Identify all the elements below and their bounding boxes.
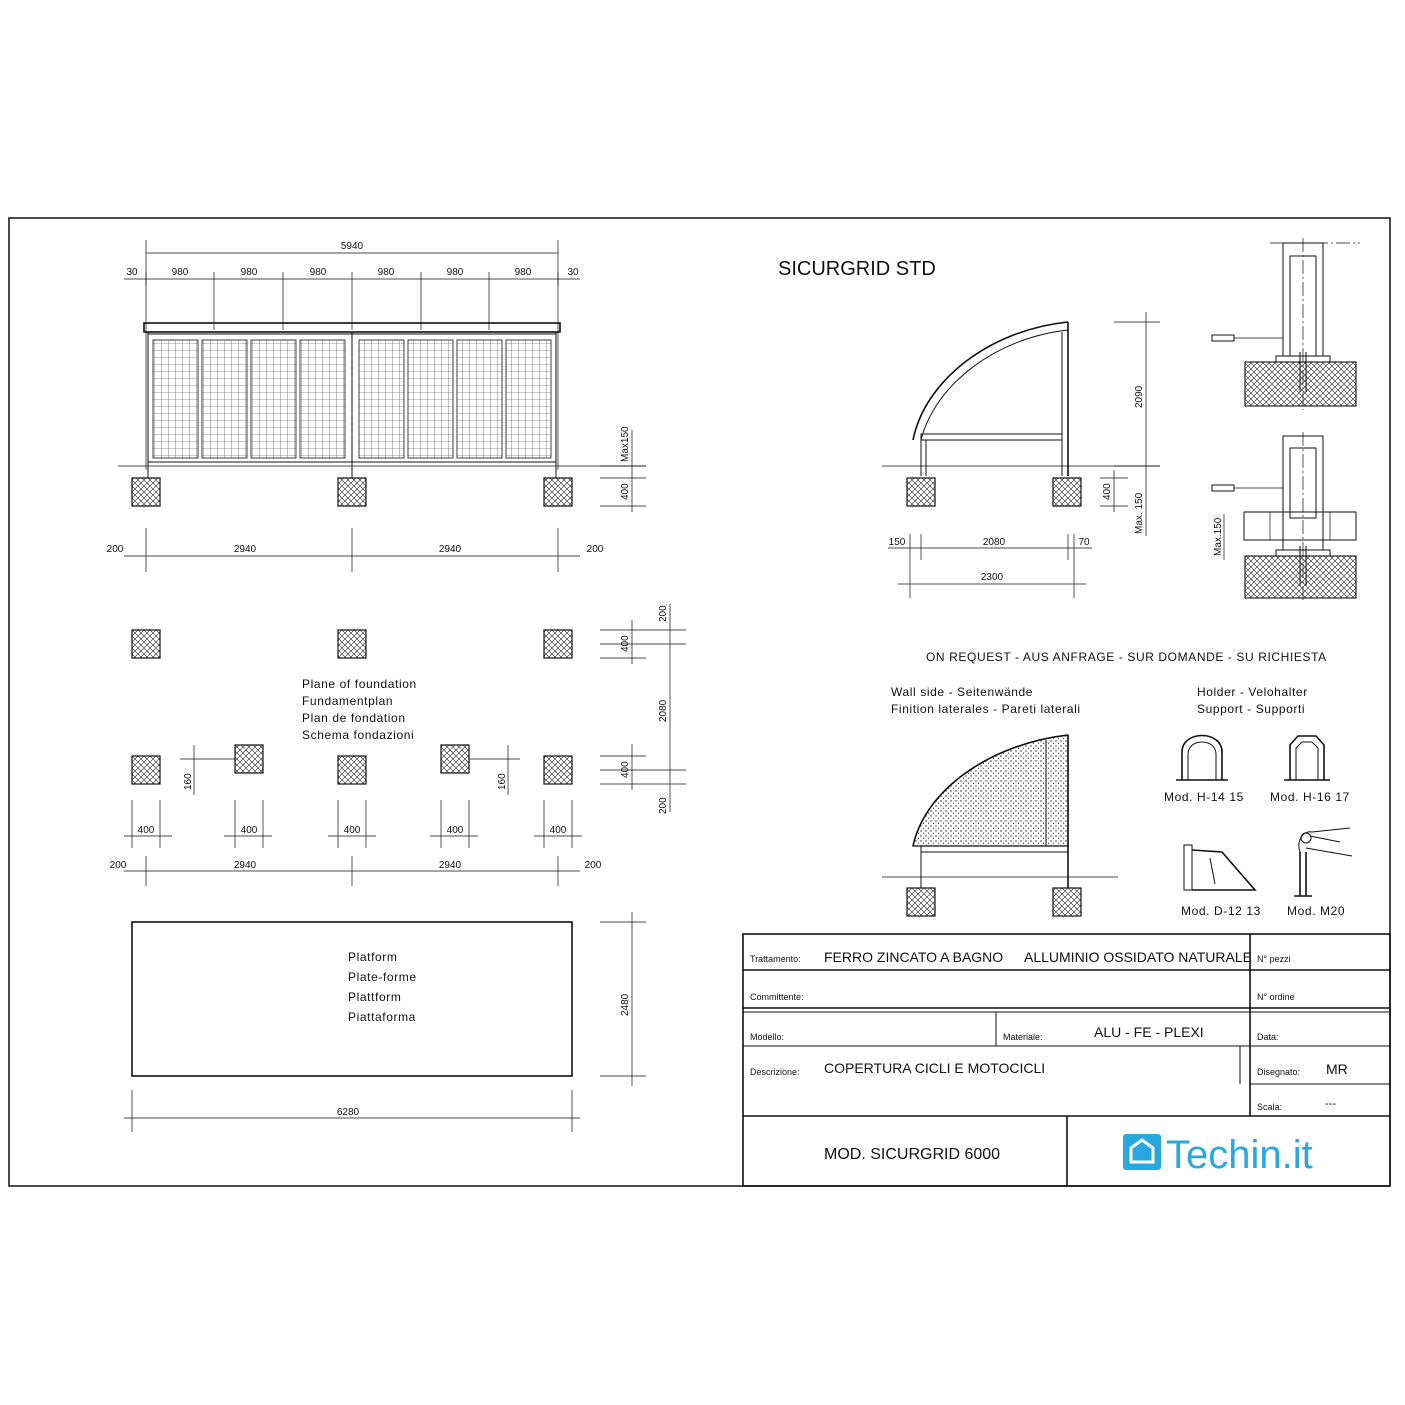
plan-spacing-3: 200 [585, 860, 602, 871]
trattamento-label: Trattamento: [750, 954, 801, 964]
front-elevation: 5940 30 980 980 980 980 980 980 30 [107, 240, 646, 572]
module-dim-4: 980 [378, 267, 395, 278]
module-dim-0: 30 [126, 267, 138, 278]
plan-spacing-2: 2940 [439, 860, 462, 871]
block-dim-2: 400 [344, 825, 361, 836]
post-spacing-1: 2940 [234, 544, 257, 555]
side-total-depth-dim: 2300 [981, 572, 1004, 583]
nordine-label: N° ordine [1257, 992, 1295, 1002]
model-m20-label: Mod. M20 [1287, 904, 1345, 918]
side-bottom-dim-1: 2080 [983, 537, 1006, 548]
materiale-value: ALU - FE - PLEXI [1094, 1024, 1204, 1040]
block-dim-0: 400 [138, 825, 155, 836]
platform-label-2: Plattform [348, 990, 401, 1004]
techin-logo: Techin.it [1123, 1133, 1313, 1177]
trattamento-value-1: FERRO ZINCATO A BAGNO [824, 949, 1003, 965]
plan-right-dim-3: 400 [620, 761, 631, 778]
plan-spacing-1: 2940 [234, 860, 257, 871]
platform-label-1: Plate-forme [348, 970, 417, 984]
post-spacing-3: 200 [587, 544, 604, 555]
offset-dim-right: 160 [497, 773, 508, 790]
logo-text: Techin.it [1166, 1133, 1313, 1177]
foundation-label-2: Plan de fondation [302, 711, 406, 725]
model-d12-label: Mod. D-12 13 [1181, 904, 1261, 918]
elev-foundation-dim: 400 [620, 483, 631, 500]
foundation-label-3: Schema fondazioni [302, 728, 414, 742]
overall-width-dim: 5940 [341, 241, 364, 252]
platform-depth-dim: 2480 [620, 993, 631, 1016]
on-request-heading: ON REQUEST - AUS ANFRAGE - SUR DOMANDE -… [926, 650, 1327, 664]
holder-label-0: Holder - Velohalter [1197, 685, 1308, 699]
module-dim-3: 980 [310, 267, 327, 278]
disegnato-label: Disegnato: [1257, 1067, 1300, 1077]
holder-m20-icon: Mod. M20 [1287, 827, 1353, 918]
detail-max-dim: Max.150 [1213, 517, 1224, 556]
model-name: MOD. SICURGRID 6000 [824, 1146, 1000, 1163]
side-foundation-dim: 400 [1102, 483, 1113, 500]
modello-label: Modello: [750, 1032, 784, 1042]
block-dim-3: 400 [447, 825, 464, 836]
platform-plan: Platform Plate-forme Plattform Piattafor… [124, 912, 646, 1132]
holder-label-1: Support - Supporti [1197, 702, 1305, 716]
drawing-title: SICURGRID STD [778, 258, 936, 280]
holder-d12-icon: Mod. D-12 13 [1181, 844, 1261, 918]
anchor-detail-top [1211, 238, 1360, 410]
holder-h16-icon: Mod. H-16 17 [1270, 735, 1350, 804]
plan-right-dim-1: 400 [620, 635, 631, 652]
materiale-label: Materiale: [1003, 1032, 1043, 1042]
trattamento-value-2: ALLUMINIO OSSIDATO NATURALE [1024, 949, 1252, 965]
side-bottom-dim-2: 70 [1078, 537, 1090, 548]
committente-label: Committente: [750, 992, 804, 1002]
plan-right-dim-4: 200 [658, 797, 669, 814]
descrizione-value: COPERTURA CICLI E MOTOCICLI [824, 1060, 1045, 1076]
scala-label: Scala: [1257, 1102, 1282, 1112]
plan-right-dim-2: 2080 [658, 699, 669, 722]
data-label: Data: [1257, 1032, 1279, 1042]
module-dim-6: 980 [515, 267, 532, 278]
plan-right-dim-0: 200 [658, 605, 669, 622]
module-dim-1: 980 [172, 267, 189, 278]
npezzi-label: N° pezzi [1257, 954, 1291, 964]
anchor-detail-bottom: Max.150 [1211, 432, 1357, 602]
block-dim-1: 400 [241, 825, 258, 836]
model-h14-label: Mod. H-14 15 [1164, 790, 1244, 804]
foundation-plan: 160 160 Plane of foundation Fundamentpla… [110, 604, 686, 886]
foundation-label-1: Fundamentplan [302, 694, 393, 708]
offset-dim-left: 160 [183, 773, 194, 790]
platform-label-3: Piattaforma [348, 1010, 416, 1024]
platform-width-dim: 6280 [337, 1107, 360, 1118]
side-max-dim: Max. 150 [1134, 492, 1145, 534]
wall-side-label-1: Finition laterales - Pareti laterali [891, 702, 1081, 716]
title-block: Trattamento: FERRO ZINCATO A BAGNO ALLUM… [742, 933, 1391, 1187]
side-bottom-dim-0: 150 [889, 537, 906, 548]
descrizione-label: Descrizione: [750, 1067, 800, 1077]
mesh-panels [152, 339, 552, 459]
post-spacing-0: 200 [107, 544, 124, 555]
side-height-dim: 2090 [1134, 385, 1145, 408]
block-dim-4: 400 [550, 825, 567, 836]
sheet-border [8, 217, 1391, 1187]
side-view: 2090 400 Max. 150 150 2080 70 2300 [882, 312, 1160, 598]
foundation-label-0: Plane of foundation [302, 677, 417, 691]
holder-h14-icon: Mod. H-14 15 [1164, 734, 1244, 804]
module-dim-5: 980 [447, 267, 464, 278]
module-dim-2: 980 [241, 267, 258, 278]
post-spacing-2: 2940 [439, 544, 462, 555]
elev-max-dim: Max150 [620, 426, 631, 462]
disegnato-value: MR [1326, 1061, 1348, 1077]
wall-side-view [882, 734, 1118, 917]
platform-label-0: Platform [348, 950, 397, 964]
plan-spacing-0: 200 [110, 860, 127, 871]
scala-value: --- [1325, 1098, 1336, 1110]
model-h16-label: Mod. H-16 17 [1270, 790, 1350, 804]
module-dim-7: 30 [567, 267, 579, 278]
wall-side-label-0: Wall side - Seitenwände [891, 685, 1033, 699]
